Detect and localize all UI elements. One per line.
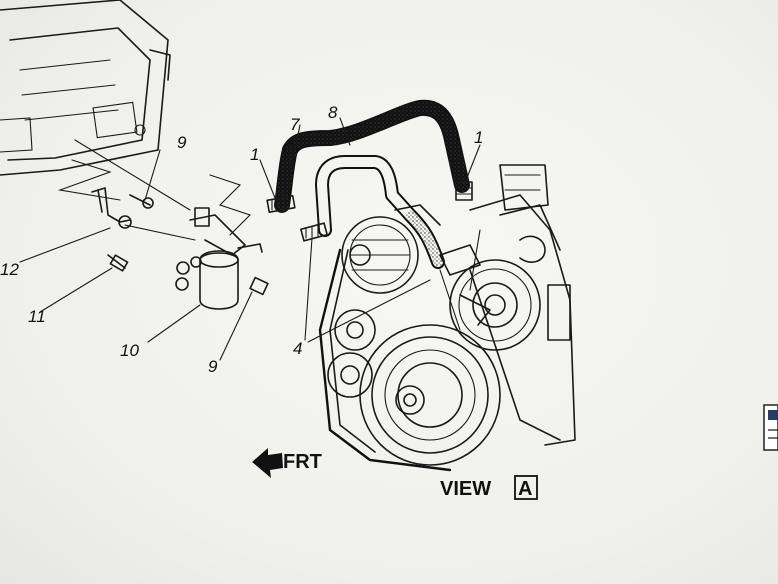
hose-7 [274,99,470,213]
view-letter: A [518,478,532,500]
callout-11: 11 [28,307,46,326]
front-arrow-icon [252,448,283,478]
clamp-4 [300,222,328,242]
front-label: FRT [283,451,322,473]
bracket-12 [91,187,132,229]
view-letter-box [514,475,538,500]
bolt-9-lower [249,276,269,296]
callout-10: 10 [120,341,139,360]
hose-8 [315,155,445,269]
view-label: VIEW [440,478,491,500]
callout-9-upper: 9 [177,133,187,152]
bolt-11 [107,254,129,272]
callout-leaders [19,117,481,361]
callout-7: 7 [290,115,300,134]
callout-1-left: 1 [250,145,259,164]
callout-9-lower: 9 [208,357,218,376]
bolt-9-upper [129,194,154,209]
clamp-1-right [455,181,473,201]
edge-mark [763,404,778,451]
engine-assembly [318,164,576,472]
air-cleaner-housing [0,0,171,176]
callout-1-right: 1 [474,128,483,147]
leader-lines [57,139,252,241]
front-direction-indicator: FRT [252,448,322,478]
canister-10 [175,207,263,310]
view-label-group: VIEW A [440,475,538,500]
clamp-1-left [266,195,296,213]
callout-12: 12 [0,260,19,279]
callout-4: 4 [293,339,302,358]
callout-8: 8 [328,103,338,122]
